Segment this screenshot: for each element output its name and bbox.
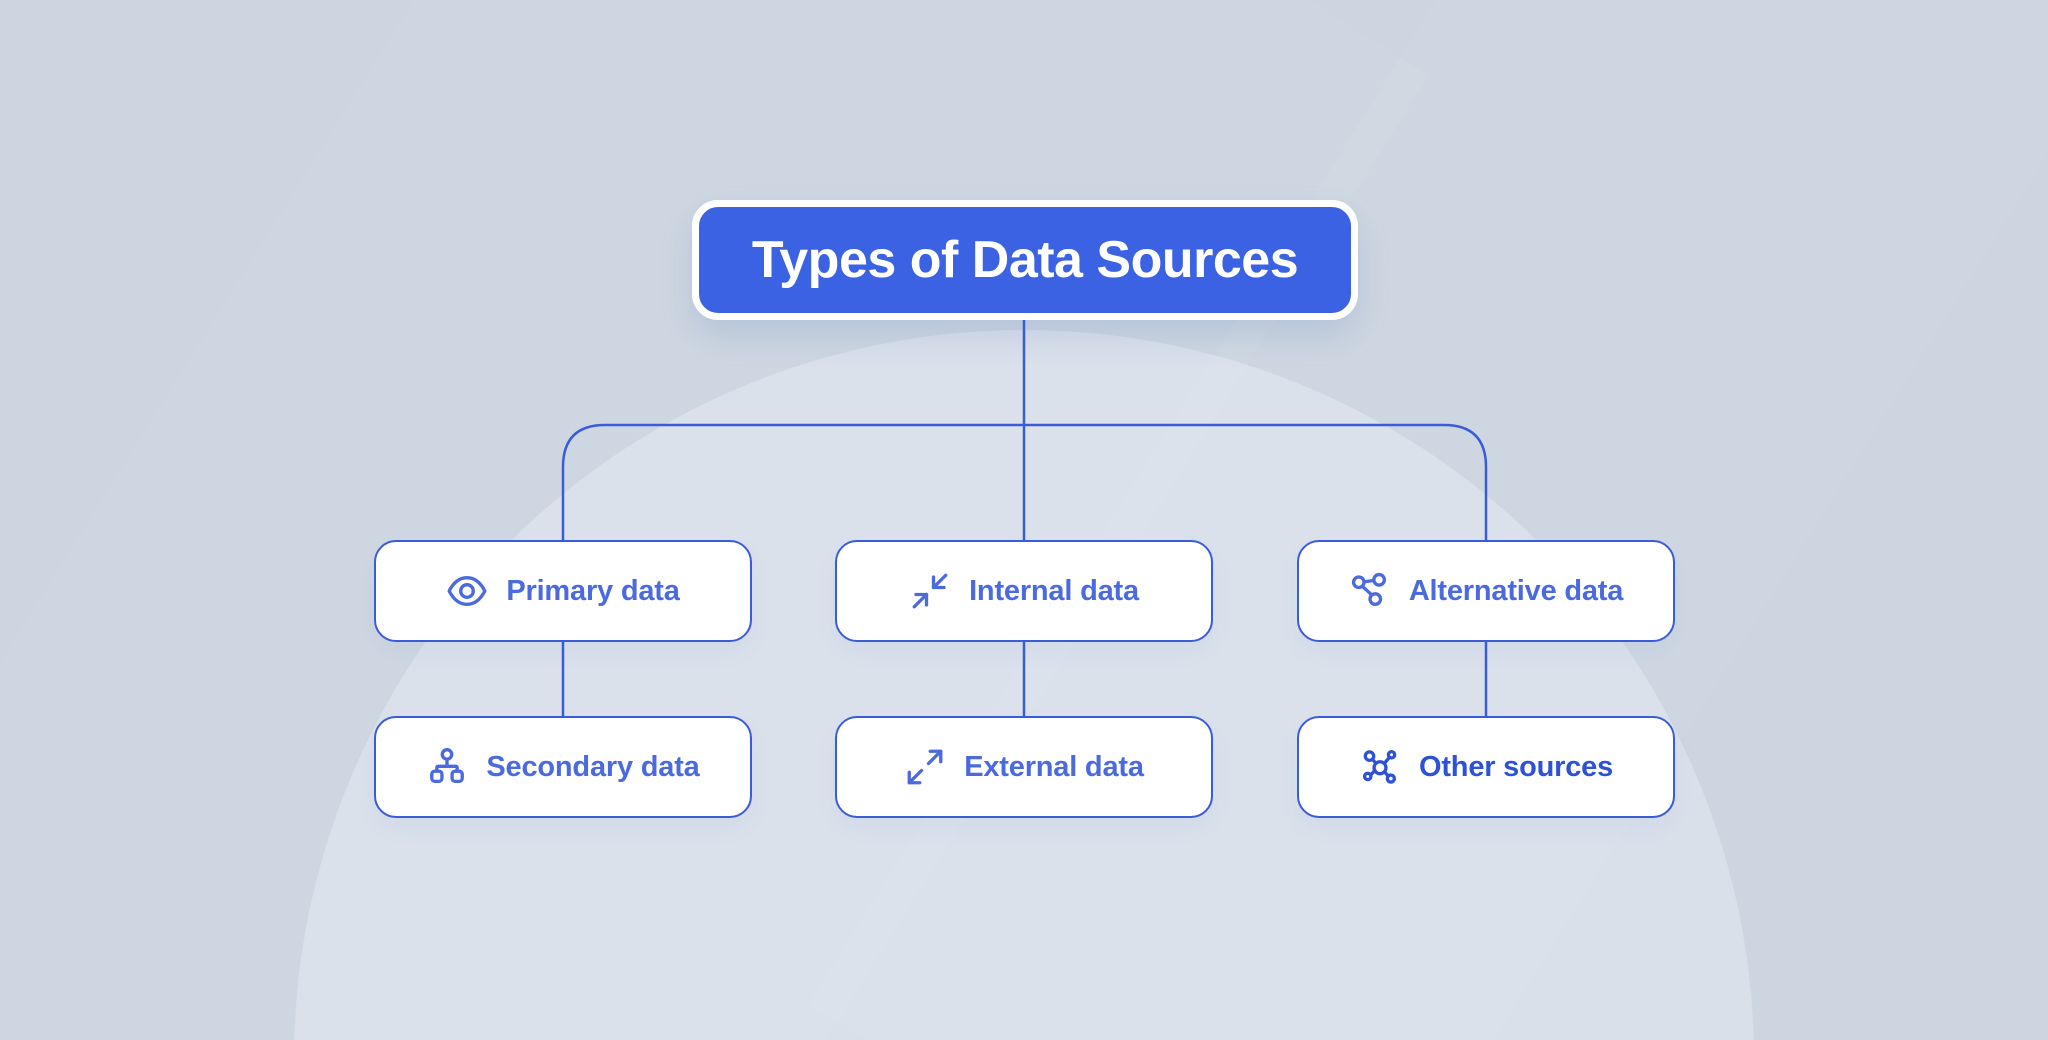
node-other-sources: Other sources <box>1297 716 1675 818</box>
eye-icon <box>447 576 487 606</box>
sitemap-icon <box>430 748 465 784</box>
node-label: Other sources <box>1418 750 1614 783</box>
node-external-data: External data <box>835 716 1213 818</box>
arrows-pointing-in-icon <box>912 573 948 609</box>
share-nodes-icon <box>1351 572 1386 606</box>
arrows-pointing-out-icon <box>907 749 943 785</box>
diagram-title: Types of Data Sources <box>751 231 1299 289</box>
network-hub-icon <box>1362 749 1397 784</box>
node-label: Alternative data <box>1408 574 1624 607</box>
node-label: Internal data <box>969 574 1139 607</box>
node-label: Secondary data <box>486 750 700 783</box>
node-primary-data: Primary data <box>374 540 752 642</box>
node-label: Primary data <box>506 574 680 607</box>
node-alternative-data: Alternative data <box>1297 540 1675 642</box>
node-internal-data: Internal data <box>835 540 1213 642</box>
diagram-title-box: Types of Data Sources <box>692 200 1358 320</box>
node-secondary-data: Secondary data <box>374 716 752 818</box>
node-label: External data <box>964 750 1144 783</box>
